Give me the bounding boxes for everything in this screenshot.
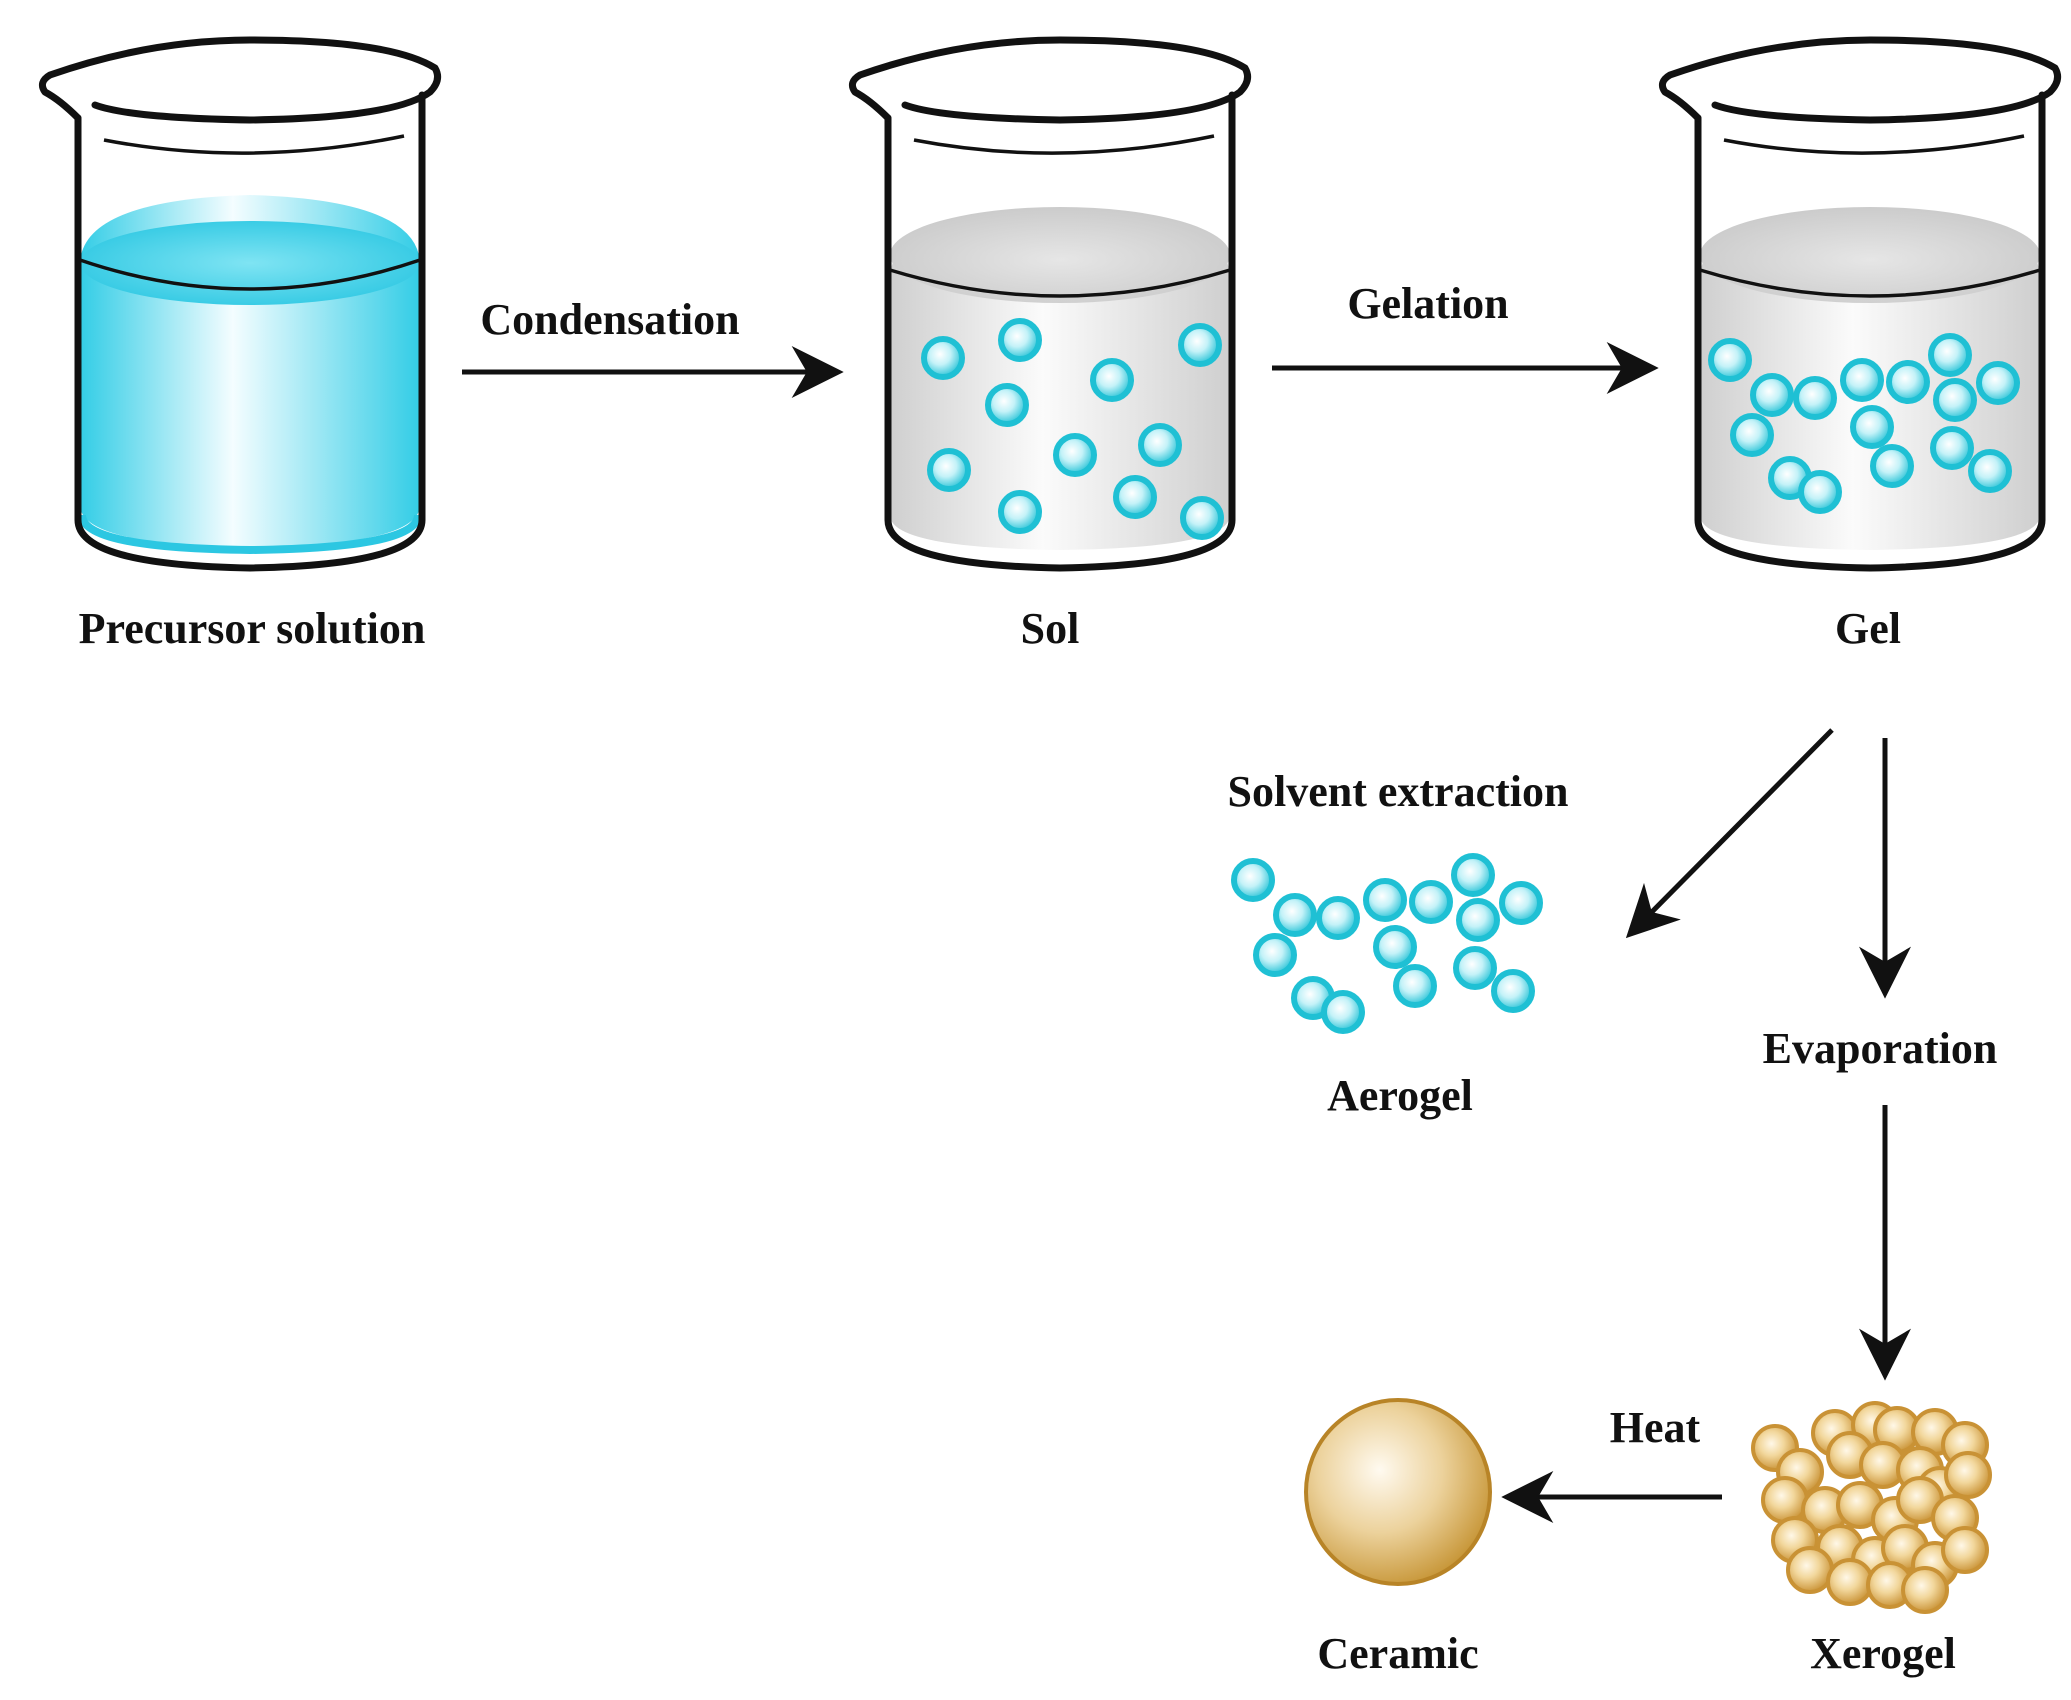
xerogel-particle (1761, 1476, 1809, 1524)
sol-particle (1090, 358, 1134, 402)
ceramic-label: Ceramic (1317, 1629, 1478, 1678)
aerogel-particle (1253, 933, 1297, 977)
gel-network-particles (1708, 333, 2020, 514)
aerogel-particles (1231, 853, 1543, 1034)
gel-particle (1933, 378, 1977, 422)
gel-particle (1708, 338, 1752, 382)
ceramic-sphere (1304, 1398, 1492, 1586)
aerogel-particle (1373, 925, 1417, 969)
gel-particle (1730, 413, 1774, 457)
gel-particle (1886, 360, 1930, 404)
gel-particle (1968, 449, 2012, 493)
xerogel-particle (1786, 1546, 1834, 1594)
sol-particle (927, 448, 971, 492)
sol-particle (1180, 496, 1224, 540)
xerogel-particle (1944, 1451, 1992, 1499)
gel-particle (1870, 444, 1914, 488)
aerogel-particle (1456, 898, 1500, 942)
precursor-beaker (38, 36, 442, 572)
aerogel-particle (1316, 896, 1360, 940)
sol-particles (921, 318, 1224, 540)
aerogel-particle (1409, 880, 1453, 924)
aerogel-particle (1273, 893, 1317, 937)
heat-label: Heat (1610, 1403, 1701, 1452)
gel-label: Gel (1835, 604, 1901, 653)
gelation-label: Gelation (1347, 279, 1508, 328)
solvent-extraction-arrow (1625, 728, 1834, 939)
aerogel-particle (1231, 858, 1275, 902)
sol-beaker (848, 36, 1252, 572)
sol-particle (1178, 323, 1222, 367)
aerogel-particle (1363, 878, 1407, 922)
gel-particle (1850, 405, 1894, 449)
condensation-label: Condensation (480, 295, 739, 344)
sol-particle (1138, 423, 1182, 467)
xerogel-particle (1941, 1526, 1989, 1574)
aerogel-particle (1393, 964, 1437, 1008)
xerogel-label: Xerogel (1810, 1629, 1956, 1678)
gel-particle (1840, 358, 1884, 402)
gel-particle (1928, 333, 1972, 377)
aerogel-particle (1499, 881, 1543, 925)
sol-particle (1113, 475, 1157, 519)
aerogel-particle (1451, 853, 1495, 897)
xerogel-particles (1751, 1401, 1992, 1614)
gel-particle (1793, 376, 1837, 420)
aerogel-particle (1491, 969, 1535, 1013)
evaporation-label: Evaporation (1763, 1024, 1998, 1073)
aerogel-label: Aerogel (1327, 1071, 1473, 1120)
sol-particle (985, 383, 1029, 427)
sol-particle (998, 318, 1042, 362)
sol-particle (921, 336, 965, 380)
xerogel-particle (1901, 1566, 1949, 1614)
sol-label: Sol (1021, 604, 1080, 653)
xerogel-particle (1826, 1558, 1874, 1606)
gel-particle (1976, 361, 2020, 405)
gel-particle (1750, 373, 1794, 417)
precursor-label: Precursor solution (79, 604, 426, 653)
sol-particle (1053, 433, 1097, 477)
gel-particle (1798, 470, 1842, 514)
sol-particle (998, 490, 1042, 534)
aerogel-particle (1453, 946, 1497, 990)
gel-particle (1930, 426, 1974, 470)
solvent-extraction-label: Solvent extraction (1228, 767, 1569, 816)
aerogel-particle (1321, 990, 1365, 1034)
